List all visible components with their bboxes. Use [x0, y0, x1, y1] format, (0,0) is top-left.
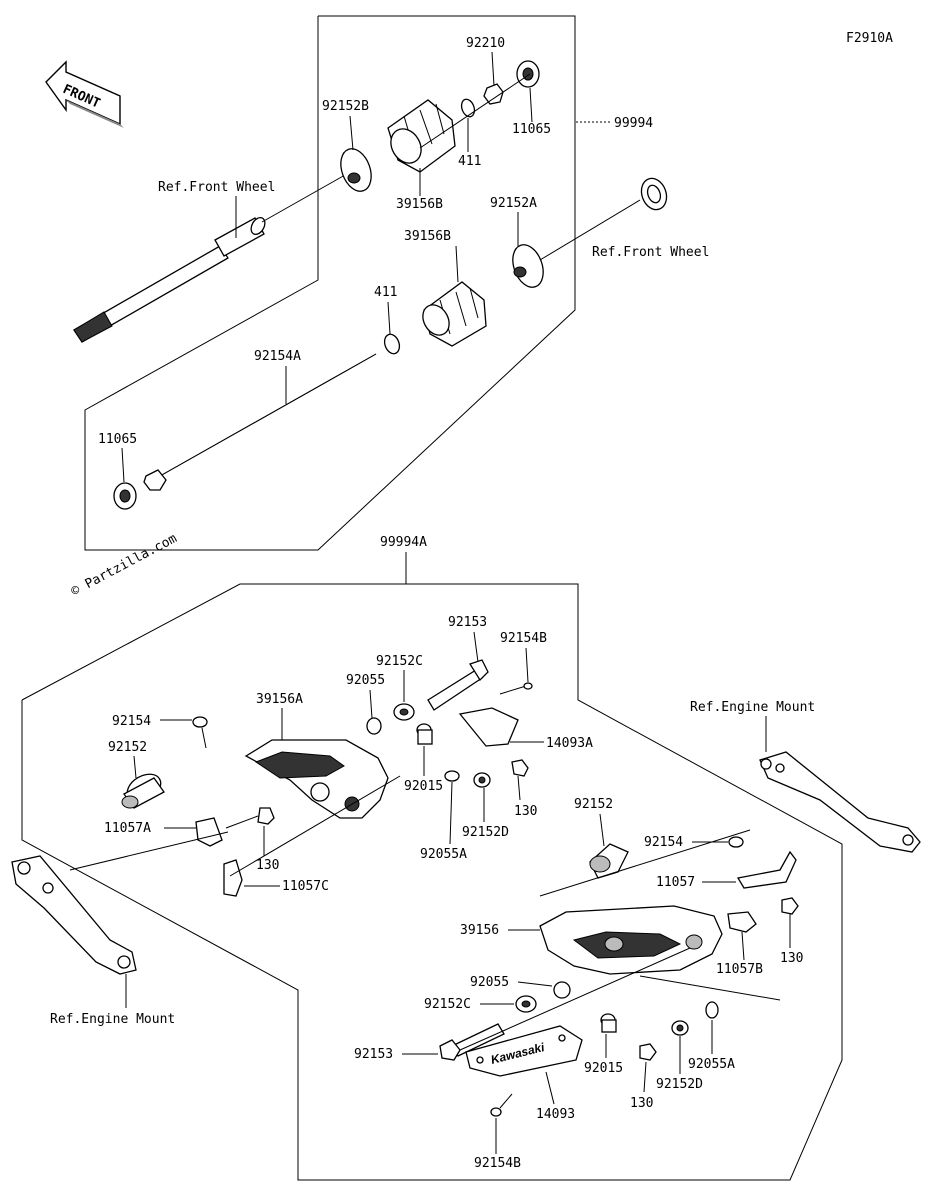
label-411-top: 411 [458, 154, 481, 169]
label-92055a-bot: 92055A [688, 1057, 735, 1072]
bearing-ref-front-wheel [640, 177, 668, 211]
bolt-130-right [781, 897, 799, 915]
label-92152-left: 92152 [108, 740, 147, 755]
spacer-92015-bot [600, 1013, 617, 1033]
label-92152-right: 92152 [574, 797, 613, 812]
label-92015-bot: 92015 [584, 1061, 623, 1076]
label-99994a: 99994A [380, 535, 427, 550]
bolt-92154-left [192, 716, 208, 749]
front-axle [73, 174, 346, 343]
label-92055a-top: 92055A [420, 847, 467, 862]
label-92154-right: 92154 [644, 835, 683, 850]
engine-mount-left [11, 855, 137, 975]
bolt-130-bot [639, 1043, 657, 1061]
label-92154a: 92154A [254, 349, 301, 364]
slider-39156b-upper [387, 99, 456, 173]
collar-92152d-top [473, 772, 491, 788]
collar-92152b [340, 148, 372, 192]
label-411-mid: 411 [374, 285, 397, 300]
washer-411-upper [460, 98, 476, 118]
collar-92152-right [589, 843, 629, 879]
bracket-11057b [727, 911, 757, 933]
label-92152d-top: 92152D [462, 825, 509, 840]
bolt-130-top [511, 759, 529, 777]
washer-92055a-bot [705, 1001, 719, 1019]
label-92154b-bot: 92154B [474, 1156, 521, 1171]
label-92154-left: 92154 [112, 714, 151, 729]
bolt-92154b-bot [490, 1093, 513, 1117]
clip-11065-left [113, 482, 137, 510]
collar-92152c-top [393, 703, 415, 721]
engine-mount-right [759, 751, 921, 853]
label-92152b: 92152B [322, 99, 369, 114]
label-92152d-bot: 92152D [656, 1077, 703, 1092]
front-direction-arrow: FRONT [45, 60, 124, 128]
collar-92152c-bot [515, 995, 537, 1013]
label-14093: 14093 [536, 1107, 575, 1122]
bracket-11057 [736, 850, 797, 889]
label-92210: 92210 [466, 36, 505, 51]
label-ref-front-wheel-left: Ref.Front Wheel [158, 180, 275, 195]
spacer-92015-top [416, 723, 433, 745]
label-92055-top: 92055 [346, 673, 385, 688]
washer-92055a-top [444, 770, 460, 782]
label-92153-top: 92153 [448, 615, 487, 630]
label-92152a: 92152A [490, 196, 537, 211]
collar-92152-left [121, 773, 165, 809]
label-92152c-top: 92152C [376, 654, 423, 669]
label-39156b-top: 39156B [396, 197, 443, 212]
label-92152c-bot: 92152C [424, 997, 471, 1012]
label-92055-bot: 92055 [470, 975, 509, 990]
label-ref-engine-mount-left: Ref.Engine Mount [50, 1012, 175, 1027]
bracket-11057a [195, 817, 223, 847]
label-130-c: 130 [780, 951, 803, 966]
bolt-92154a [143, 353, 377, 491]
badge-14093: Kawasaki [465, 1025, 583, 1077]
upper-kit-frame [84, 15, 576, 551]
label-39156: 39156 [460, 923, 499, 938]
diagram-code: F2910A [846, 31, 893, 46]
plate-14093a [458, 707, 519, 747]
bracket-11057c [223, 859, 243, 897]
clip-11065-upper [516, 60, 540, 88]
slider-39156 [539, 905, 723, 975]
label-130-b: 130 [256, 858, 279, 873]
label-ref-front-wheel-right: Ref.Front Wheel [592, 245, 709, 260]
label-11065-left: 11065 [98, 432, 137, 447]
label-11057b: 11057B [716, 962, 763, 977]
label-11057: 11057 [656, 875, 695, 890]
label-11065-top: 11065 [512, 122, 551, 137]
bolt-92154b-top [499, 682, 533, 695]
slider-39156a [244, 739, 389, 819]
label-39156a: 39156A [256, 692, 303, 707]
label-92153-bot: 92153 [354, 1047, 393, 1062]
washer-92055-bot [553, 981, 571, 999]
label-11057c: 11057C [282, 879, 329, 894]
lower-kit-frame [21, 583, 843, 1181]
bolt-92153-top [427, 659, 489, 711]
label-99994: 99994 [614, 116, 653, 131]
collar-92152d-bot [671, 1020, 689, 1036]
label-92154b-top: 92154B [500, 631, 547, 646]
label-92015-top: 92015 [404, 779, 443, 794]
collar-92152a [512, 244, 544, 288]
slider-39156b-lower [422, 281, 487, 347]
bolt-130-left [225, 807, 275, 829]
washer-411-lower [383, 333, 401, 355]
label-130-a: 130 [514, 804, 537, 819]
label-39156b-mid: 39156B [404, 229, 451, 244]
label-14093a: 14093A [546, 736, 593, 751]
label-ref-engine-mount-right: Ref.Engine Mount [690, 700, 815, 715]
label-11057a: 11057A [104, 821, 151, 836]
washer-92055-top [366, 717, 382, 735]
label-130-d: 130 [630, 1096, 653, 1111]
nut-92210 [483, 83, 504, 105]
bolt-92154-right [728, 836, 744, 848]
